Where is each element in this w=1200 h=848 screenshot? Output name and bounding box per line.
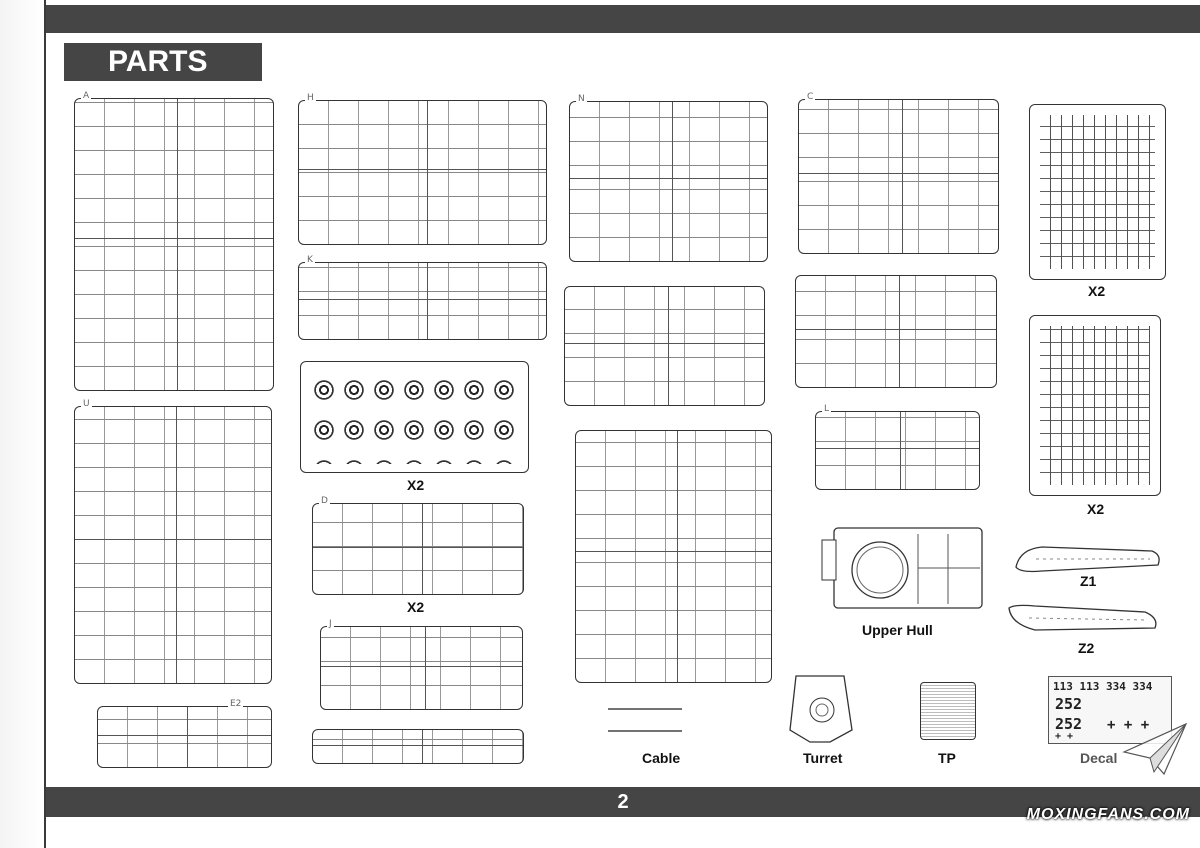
track-links-e (1040, 326, 1150, 485)
caption-x2-sprocket: X2 (407, 599, 425, 615)
page-title: PARTS (64, 43, 262, 81)
caption-tp: TP (938, 750, 956, 766)
page-number: 2 (617, 791, 629, 813)
sprue-label-k: K (305, 255, 315, 265)
caption-x2-tracks-a: X2 (1088, 283, 1106, 299)
sprue-g (564, 286, 765, 406)
track-links-f (1040, 115, 1155, 269)
watermark: MOXINGFANS.COM (1026, 806, 1190, 823)
road-wheels (309, 370, 520, 464)
caption-x2-tracks-b: X2 (1087, 501, 1105, 517)
sprue-label-d: D (319, 496, 330, 506)
sprue-label-a: A (81, 91, 92, 101)
decal-stars-row: + + + (1107, 717, 1150, 733)
sprue-label-h: H (305, 93, 316, 103)
sprue-small (312, 729, 524, 764)
sprue-label-n: N (576, 94, 587, 104)
sprue-label-u: U (81, 399, 92, 409)
paper-plane-logo (1122, 722, 1188, 776)
photo-etch-sheet (920, 682, 976, 740)
sprue-k: K (298, 255, 547, 340)
decal-numbers-row1: 113 113 334 334 (1053, 680, 1153, 693)
caption-z1: Z1 (1080, 573, 1097, 589)
top-bar (46, 5, 1200, 33)
decal-number-252-a: 252 (1055, 695, 1083, 713)
sprue-a: A (74, 91, 274, 391)
sprue-h: H (298, 93, 547, 245)
decal-sheet: 113 113 334 334 252 252 + + + + + (1048, 676, 1172, 744)
sprue-lower-hull (575, 430, 772, 683)
sprue-label-j: J (327, 619, 334, 629)
cable-drawing (608, 708, 682, 732)
sprue-e2: E2 (97, 699, 272, 768)
caption-upper-hull: Upper Hull (862, 622, 933, 638)
caption-x2-wheels: X2 (407, 477, 425, 493)
sprue-f (1029, 104, 1166, 280)
turret-drawing (789, 675, 853, 743)
sprue-c: C (798, 92, 999, 254)
z2-part (1008, 604, 1157, 631)
caption-z2: Z2 (1078, 640, 1095, 656)
bottom-bar: 2 (46, 787, 1200, 817)
sprue-e (1029, 315, 1161, 496)
caption-decal: Decal (1080, 750, 1118, 766)
z1-part (1015, 546, 1160, 573)
sprue-wheels (300, 361, 529, 473)
sprue-label-l: L (822, 404, 832, 414)
sprue-label-c: C (805, 92, 816, 102)
sprue-d: D (312, 496, 524, 595)
sprue-n: N (569, 94, 768, 262)
sprue-u: U (74, 399, 272, 684)
caption-turret: Turret (803, 750, 843, 766)
binding-edge (44, 0, 46, 848)
caption-cable: Cable (642, 750, 681, 766)
sprue-label-e2: E2 (228, 699, 244, 709)
sprue-j: J (320, 619, 523, 710)
page-binding (0, 0, 44, 848)
decal-number-252-b: 252 (1055, 715, 1083, 733)
decal-stars-row2: + + (1055, 731, 1074, 742)
sprue-b (795, 275, 997, 388)
upper-hull-drawing (821, 527, 983, 609)
sprue-l: L (815, 404, 980, 490)
